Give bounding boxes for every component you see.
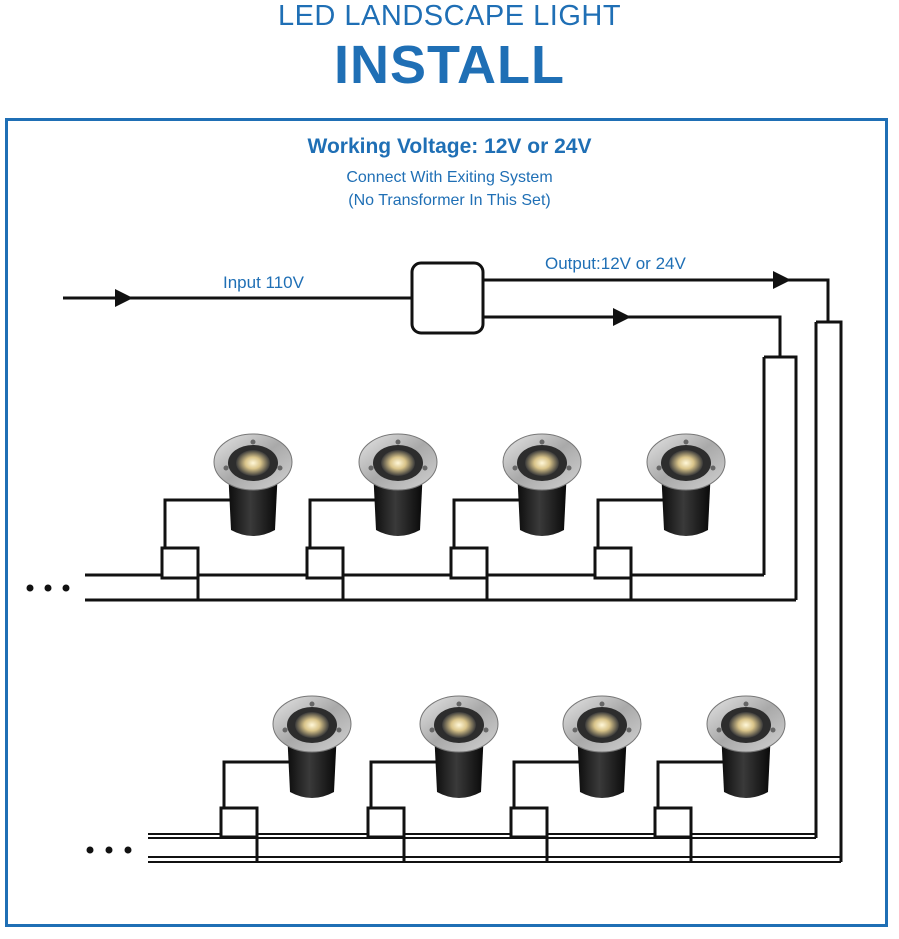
diagram-frame	[5, 118, 888, 927]
transformer-box	[410, 261, 485, 335]
output-lines	[483, 278, 830, 357]
lower-row-light-1	[272, 695, 352, 798]
title-line-1: LED LANDSCAPE LIGHT	[277, 0, 622, 32]
lower-row-light-2	[419, 695, 499, 798]
upper-row-light-3	[502, 433, 582, 536]
lower-row-tap-2	[366, 760, 439, 862]
upper-row-lights	[160, 433, 726, 600]
upper-row-light-4	[646, 433, 726, 536]
lower-row-light-3	[562, 695, 642, 798]
upper-row-tap-2	[305, 498, 378, 600]
upper-row-tap-4	[593, 498, 666, 600]
lower-row-tap-1	[219, 760, 292, 862]
working-voltage-heading: Working Voltage: 12V or 24V	[307, 135, 592, 158]
upper-row-light-1	[213, 433, 293, 536]
connect-note: Connect With Exiting System	[346, 169, 553, 186]
feeder-middle	[762, 355, 798, 600]
lower-row-tap-3	[509, 760, 582, 862]
lower-bus	[148, 833, 841, 863]
upper-row-tap-3	[449, 498, 522, 600]
output-label: Output:12V or 24V	[545, 254, 686, 273]
lower-row-tap-4	[653, 760, 726, 862]
input-label: Input 110V	[223, 273, 304, 292]
title-line-2: INSTALL	[334, 35, 565, 95]
lower-row-lights	[219, 695, 786, 862]
continuation-dots-upper	[26, 584, 70, 592]
feeder-right	[814, 320, 843, 862]
upper-row-tap-1	[160, 498, 233, 600]
continuation-dots-lower	[86, 846, 132, 854]
upper-row-light-2	[358, 433, 438, 536]
output-arrow-upper-icon	[773, 271, 791, 289]
transformer-note: (No Transformer In This Set)	[348, 192, 551, 209]
input-arrow-icon	[115, 289, 133, 307]
output-arrow-lower-icon	[613, 308, 631, 326]
lower-row-light-4	[706, 695, 786, 798]
